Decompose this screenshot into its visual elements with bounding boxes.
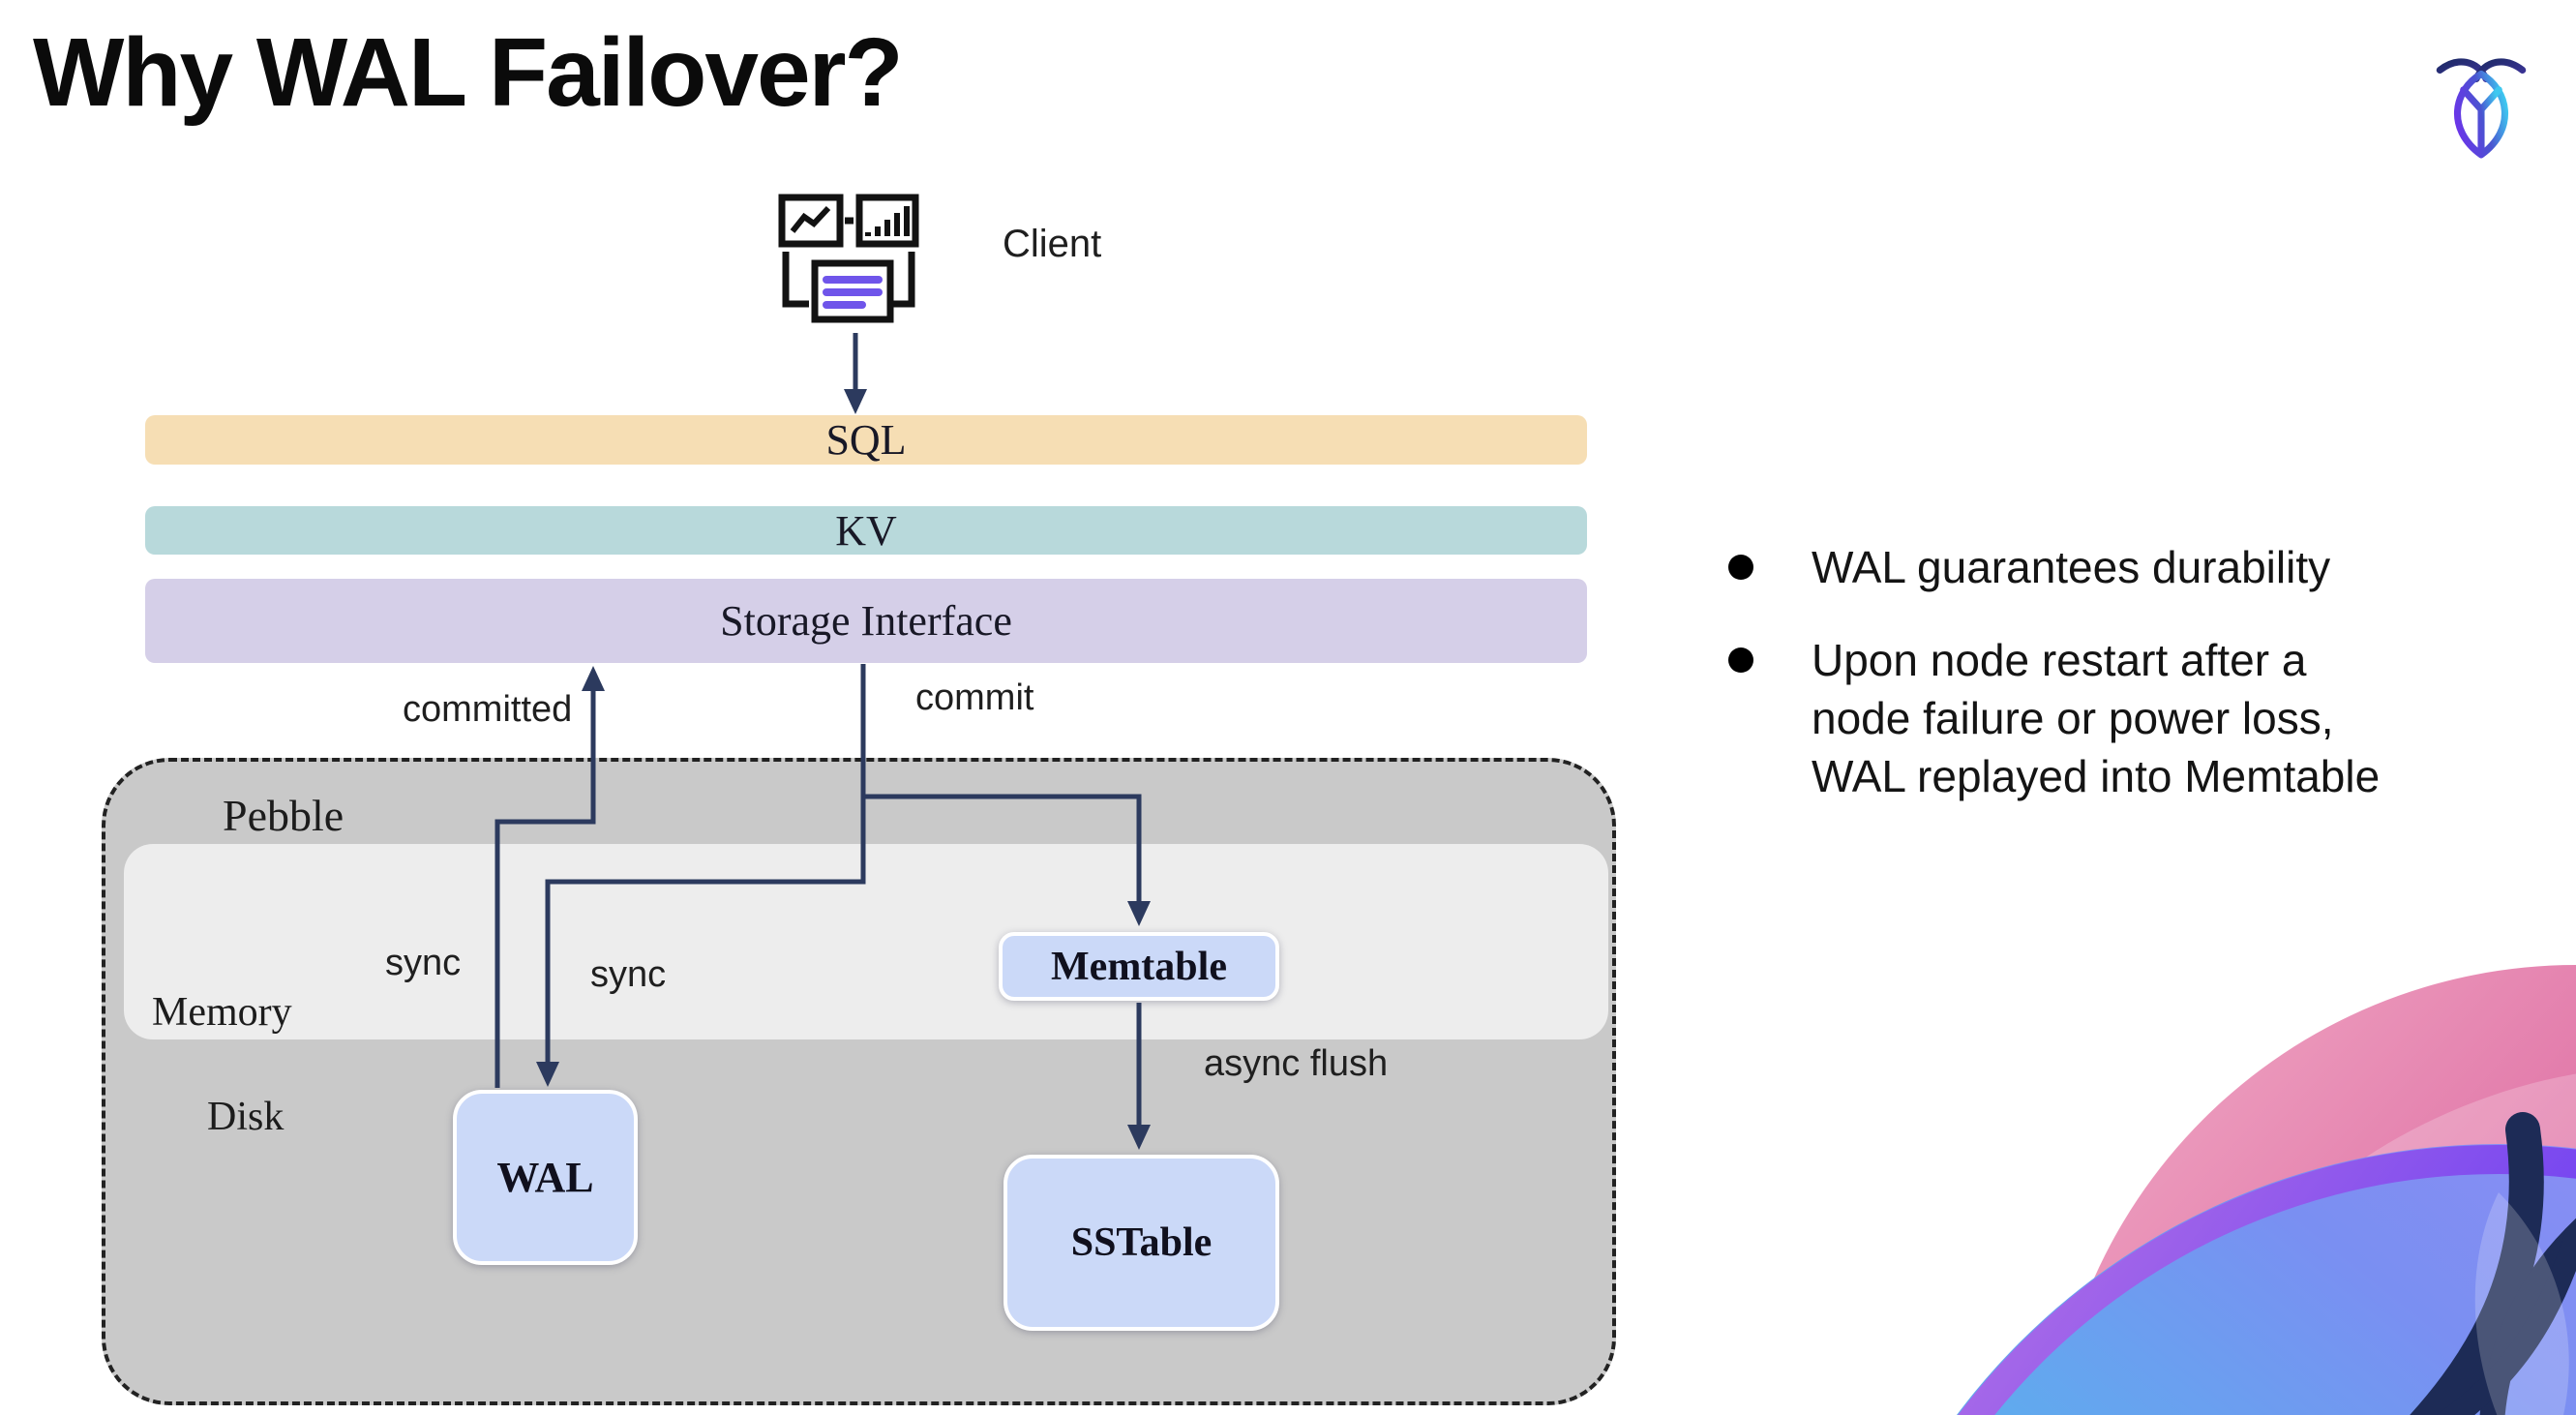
bullet-dot-icon [1728,555,1753,580]
wal-node: WAL [453,1090,638,1265]
page-title: Why WAL Failover? [33,18,904,127]
list-item: Upon node restart after a node failure o… [1705,631,2557,805]
memtable-node: Memtable [999,932,1279,1001]
client-label: Client [1003,223,1102,265]
bullet-line: WAL replayed into Memtable [1812,751,2381,801]
bullet-list: WAL guarantees durability Upon node rest… [1705,538,2557,805]
committed-label: committed [403,689,573,730]
bullet-line: WAL guarantees durability [1812,542,2331,592]
cockroachdb-logo-icon [2436,58,2527,159]
bullet-dot-icon [1728,647,1753,673]
layer-storage-interface: Storage Interface [145,579,1587,663]
commit-label: commit [915,677,1034,718]
sstable-node: SSTable [1003,1155,1279,1331]
layer-kv: KV [145,506,1587,555]
sync-left-label: sync [385,943,462,983]
bullet-line: node failure or power loss, [1812,693,2334,743]
brand-decoration-graphic [1957,965,2576,1415]
bullet-line: Upon node restart after a [1812,635,2307,685]
async-flush-label: async flush [1204,1043,1389,1084]
sync-right-label: sync [590,954,667,995]
client-devices-icon [778,194,919,323]
disk-label: Disk [207,1095,285,1139]
memory-label: Memory [152,990,292,1035]
memory-region [124,844,1608,1039]
layer-sql: SQL [145,415,1587,465]
list-item: WAL guarantees durability [1705,538,2557,596]
pebble-label: Pebble [223,791,344,840]
